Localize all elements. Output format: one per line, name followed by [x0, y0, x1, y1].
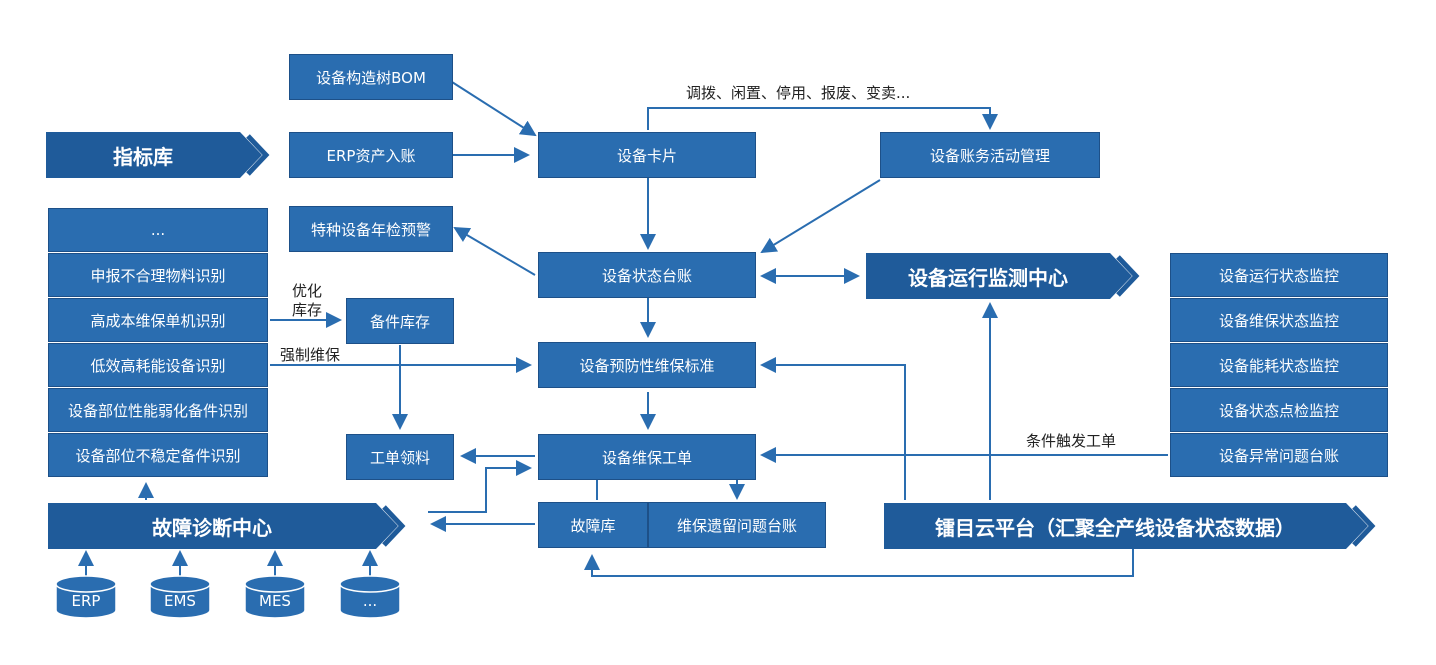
arrow-account-ledger: [760, 179, 881, 254]
legacy-box[interactable]: 维保遗留问题台账: [648, 502, 826, 548]
identify-item[interactable]: ...: [48, 208, 268, 252]
db-label-ems: EMS: [164, 592, 196, 610]
database-icon-more: [339, 575, 401, 619]
monitor-banner-shape: [866, 253, 1132, 299]
arrow-diagnosis-order: [428, 460, 532, 513]
arrow-ledger-inspection: [453, 226, 536, 276]
diagnosis-banner[interactable]: 故障诊断中心: [152, 515, 272, 540]
arrow-cloud-preventive: [760, 357, 906, 500]
account-mgmt-box[interactable]: 设备账务活动管理: [880, 132, 1100, 178]
ledger-box[interactable]: 设备状态台账: [538, 252, 756, 298]
identify-item[interactable]: 设备部位性能弱化备件识别: [48, 388, 268, 432]
kpi-banner-shape: [46, 132, 262, 178]
monitor-item[interactable]: 设备异常问题台账: [1170, 433, 1388, 477]
database-icon-erp: [55, 575, 117, 619]
cloud-banner-shape: [884, 503, 1368, 549]
spare-box[interactable]: 备件库存: [346, 298, 454, 344]
kpi-chevron-icon: [246, 134, 270, 176]
monitor-item[interactable]: 设备维保状态监控: [1170, 298, 1388, 342]
cloud-banner[interactable]: 镭目云平台（汇聚全产线设备状态数据）: [935, 515, 1295, 540]
db-label-more: ...: [362, 592, 378, 610]
material-box[interactable]: 工单领料: [346, 434, 454, 480]
trigger-label: 条件触发工单: [1026, 432, 1117, 450]
monitor-item[interactable]: 设备运行状态监控: [1170, 253, 1388, 297]
db-label-mes: MES: [259, 592, 291, 610]
identify-item[interactable]: 低效高耗能设备识别: [48, 343, 268, 387]
kpi-banner[interactable]: 指标库: [113, 144, 173, 169]
arrow-card-account: [647, 107, 998, 130]
database-icon-ems: [149, 575, 211, 619]
cloud-chevron-icon: [1352, 505, 1376, 547]
identify-item[interactable]: 申报不合理物料识别: [48, 253, 268, 297]
force-label: 强制维保: [280, 346, 341, 364]
bom-box[interactable]: 设备构造树BOM: [289, 54, 453, 100]
optimize-label-1: 优化: [292, 282, 323, 300]
transfer-label: 调拨、闲置、停用、报废、变卖...: [686, 84, 911, 102]
db-label-erp: ERP: [71, 592, 101, 610]
diagnosis-banner-shape: [48, 503, 398, 549]
arrow-cloud-fault: [584, 548, 1134, 577]
identify-item[interactable]: 设备部位不稳定备件识别: [48, 433, 268, 477]
monitor-item[interactable]: 设备能耗状态监控: [1170, 343, 1388, 387]
monitor-chevron-icon: [1116, 255, 1140, 297]
preventive-box[interactable]: 设备预防性维保标准: [538, 342, 756, 388]
monitor-item[interactable]: 设备状态点检监控: [1170, 388, 1388, 432]
inspection-box[interactable]: 特种设备年检预警: [289, 206, 453, 252]
optimize-label-2: 库存: [292, 301, 323, 319]
card-box[interactable]: 设备卡片: [538, 132, 756, 178]
database-icon-mes: [244, 575, 306, 619]
arrow-bom-card: [451, 81, 537, 137]
identify-item[interactable]: 高成本维保单机识别: [48, 298, 268, 342]
erp-asset-box[interactable]: ERP资产入账: [289, 132, 453, 178]
work-order-box[interactable]: 设备维保工单: [538, 434, 756, 480]
fault-lib-box[interactable]: 故障库: [538, 502, 648, 548]
monitor-banner[interactable]: 设备运行监测中心: [908, 265, 1068, 290]
diagnosis-chevron-icon: [382, 505, 406, 547]
